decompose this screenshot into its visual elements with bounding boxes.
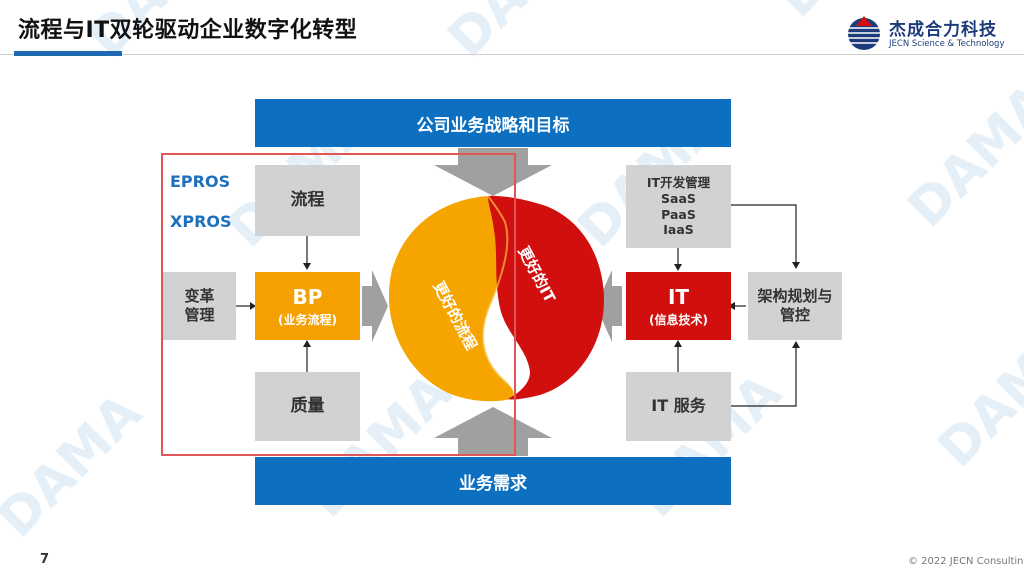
header-accent-bar	[14, 51, 122, 56]
bp-business-process-box: BP (业务流程)	[255, 272, 360, 340]
strategy-goals-bar: 公司业务战略和目标	[255, 99, 731, 147]
up-arrow-bottom	[434, 407, 552, 456]
copyright-text: © 2022 JECN Consulting	[908, 556, 1024, 567]
business-needs-bar: 业务需求	[255, 457, 731, 505]
logo-name-en: JECN Science & Technology	[889, 39, 1005, 49]
better-it-shape	[488, 195, 604, 400]
bp-subtitle: (业务流程)	[278, 312, 337, 327]
company-logo-icon	[848, 16, 880, 50]
process-domain-frame	[161, 153, 516, 456]
bp-title: BP	[292, 284, 323, 309]
down-arrow-top	[434, 148, 552, 196]
change-management-box: 变革 管理	[163, 272, 236, 340]
it-information-technology-box: IT (信息技术)	[626, 272, 731, 340]
it-title: IT	[667, 284, 690, 309]
header-divider	[0, 54, 1024, 55]
it-dev-management-box: IT开发管理 SaaS PaaS IaaS	[626, 165, 731, 248]
process-box: 流程	[255, 165, 360, 236]
right-arrow-left	[362, 270, 388, 342]
epros-label: EPROS	[170, 172, 231, 191]
page-number: 7	[40, 552, 50, 567]
it-subtitle: (信息技术)	[649, 312, 708, 327]
slide-title: 流程与IT双轮驱动企业数字化转型	[18, 18, 358, 43]
xpros-label: XPROS	[170, 212, 232, 231]
quality-box: 质量	[255, 372, 360, 441]
it-service-box: IT 服务	[626, 372, 731, 441]
logo-name-cn: 杰成合力科技	[889, 20, 997, 40]
architecture-planning-box: 架构规划与 管控	[748, 272, 842, 340]
better-process-shape	[388, 196, 514, 402]
left-arrow-right	[596, 270, 622, 342]
